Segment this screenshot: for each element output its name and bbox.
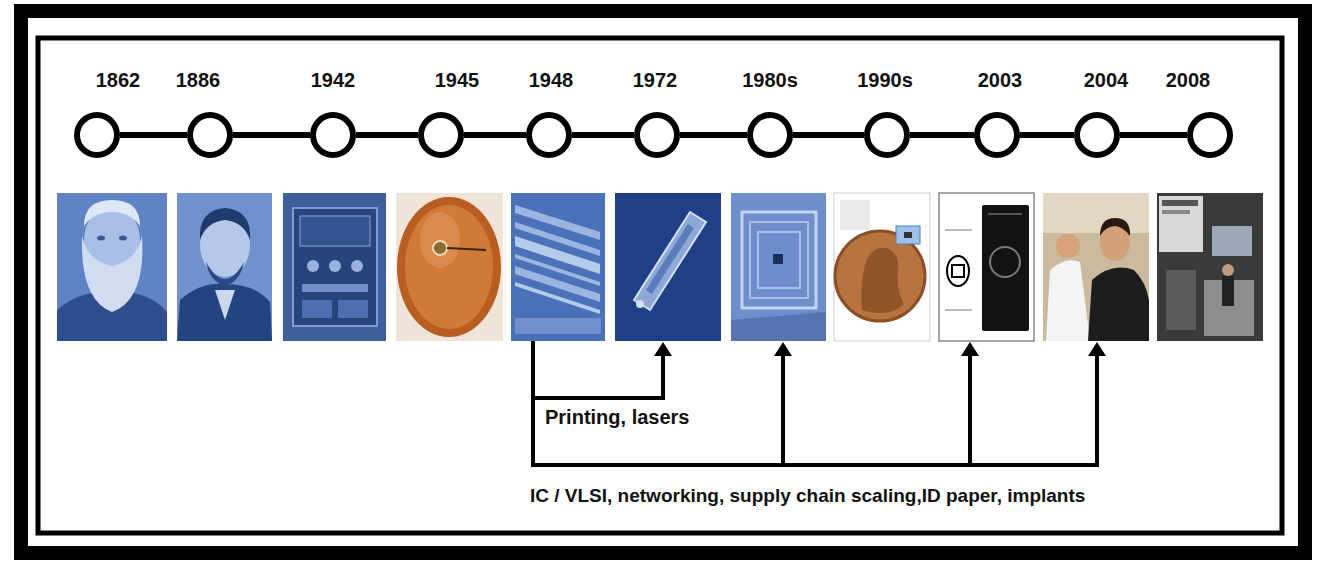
portrait-photo	[57, 193, 167, 341]
timeline-node: 1990s	[838, 68, 936, 158]
arrowheads	[654, 342, 1106, 356]
timeline-connector	[464, 135, 526, 136]
timeline-circle	[418, 112, 464, 158]
timeline-node: 2008	[1161, 68, 1259, 158]
timeline-node: 1945	[392, 68, 490, 158]
timeline-connector	[356, 135, 418, 136]
connector-line	[464, 132, 526, 138]
people-photo	[1043, 193, 1149, 341]
connector-line	[1020, 132, 1074, 138]
timeline-node: 1972	[608, 68, 706, 158]
note-label: Printing, lasers	[543, 405, 692, 429]
timeline-circle	[1187, 112, 1233, 158]
connector-line	[356, 132, 418, 138]
year-label: 2008	[1139, 68, 1237, 92]
timeline-circle	[634, 112, 680, 158]
year-label: 1942	[284, 68, 382, 92]
timeline-node: 1862	[48, 68, 146, 158]
timeline-connector	[572, 135, 634, 136]
timeline-node: 2004	[1048, 68, 1146, 158]
event-photo	[1157, 193, 1263, 341]
year-label: 1972	[606, 68, 704, 92]
connector-line	[910, 132, 974, 138]
timeline-connector	[233, 135, 310, 136]
timeline-connector	[1020, 135, 1074, 136]
timeline-circle	[526, 112, 572, 158]
timeline-circle	[864, 112, 910, 158]
radar-equipment-photo	[283, 193, 386, 341]
year-label: 1948	[502, 68, 600, 92]
inner-frame	[38, 38, 1282, 533]
timeline-node: 2003	[948, 68, 1046, 158]
year-label: 1980s	[721, 68, 819, 92]
portrait-photo	[177, 193, 272, 341]
timeline-circle	[974, 112, 1020, 158]
outer-frame	[21, 11, 1305, 553]
rfid-tag-photo	[731, 193, 826, 341]
connector-line	[233, 132, 310, 138]
timeline-circle	[187, 112, 233, 158]
connector-line	[1120, 132, 1187, 138]
year-label: 2003	[951, 68, 1049, 92]
barcode-photo	[511, 193, 605, 341]
security-tag-photo	[615, 193, 721, 341]
connector-line	[120, 132, 187, 138]
timeline-node: 1886	[161, 68, 259, 158]
year-label: 1945	[408, 68, 506, 92]
connector-line	[793, 132, 864, 138]
connector-line	[680, 132, 747, 138]
timeline-node: 1942	[284, 68, 382, 158]
timeline-circle	[310, 112, 356, 158]
penny-photo	[834, 193, 930, 341]
timeline-circle	[1074, 112, 1120, 158]
passport-photo	[939, 193, 1034, 341]
note-label: IC / VLSI, networking, supply chain scal…	[528, 484, 1087, 507]
year-label: 1886	[149, 68, 247, 92]
timeline-connector	[120, 135, 187, 136]
year-label: 1990s	[836, 68, 934, 92]
timeline-connector	[1120, 135, 1187, 136]
timeline-connector	[680, 135, 747, 136]
timeline-node: 1948	[500, 68, 598, 158]
timeline-circle	[74, 112, 120, 158]
bracket-arrows	[533, 341, 1097, 465]
copper-disk-photo	[396, 193, 503, 341]
year-label: 2004	[1057, 68, 1155, 92]
timeline-node: 1980s	[721, 68, 819, 158]
connector-line	[572, 132, 634, 138]
timeline-connector	[910, 135, 974, 136]
timeline-circle	[747, 112, 793, 158]
year-label: 1862	[69, 68, 167, 92]
timeline-connector	[793, 135, 864, 136]
